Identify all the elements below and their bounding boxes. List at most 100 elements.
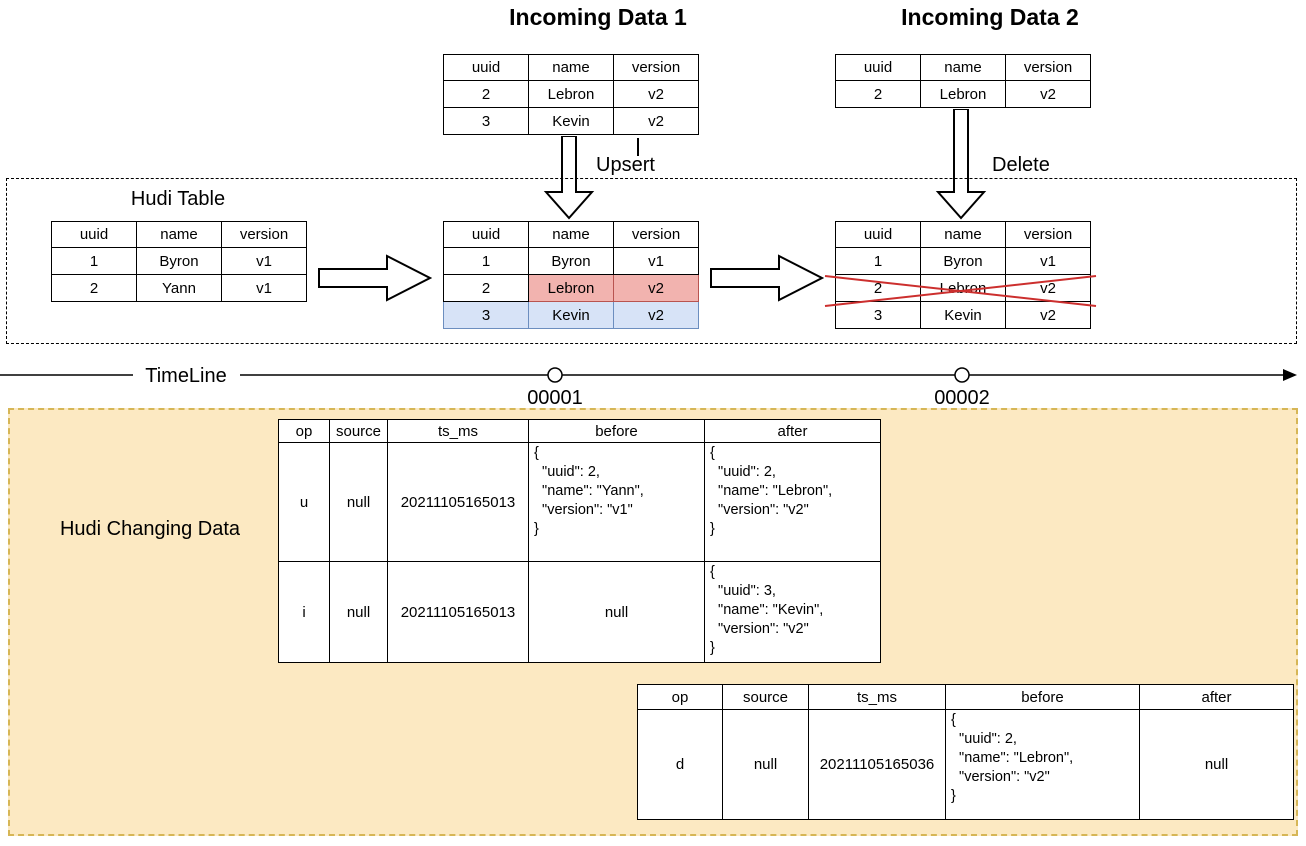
table-cell: { "uuid": 2, "name": "Lebron", "version"… [704,442,881,562]
table-cell: 1 [835,247,921,275]
table-cell: v2 [1005,80,1091,108]
column-header: name [528,54,614,81]
timeline-arrowhead-icon [1283,369,1297,381]
table-cell: Byron [920,247,1006,275]
column-header: uuid [443,54,529,81]
column-header: version [1005,54,1091,81]
table-cell: 2 [443,80,529,108]
table-cell: null [329,561,388,663]
table-cell: { "uuid": 3, "name": "Kevin", "version":… [704,561,881,663]
column-header: source [722,684,809,710]
state-transition-arrow-1-icon [318,254,432,302]
column-header: after [704,419,881,443]
column-header: uuid [835,221,921,248]
table-cell: v1 [613,247,699,275]
timeline-commit-1-label: 00001 [527,387,583,409]
timeline-label: TimeLine [145,365,227,387]
column-header: version [613,54,699,81]
table-cell: 3 [835,301,921,329]
table-cell: 1 [51,247,137,275]
table-cell: d [637,709,723,820]
timeline-commit-2-marker [954,367,970,383]
column-header: name [528,221,614,248]
state-transition-arrow-2-icon [710,254,824,302]
column-header: name [920,54,1006,81]
delete-label: Delete [992,154,1050,176]
table-cell: Lebron [528,80,614,108]
deleted-row-cross-icon [824,275,1097,307]
column-header: op [637,684,723,710]
column-header: op [278,419,330,443]
table-cell: 2 [51,274,137,302]
table-cell: Kevin [528,107,614,135]
timeline: TimeLine 00001 00002 [0,365,1297,409]
table-cell: null [528,561,705,663]
table-cell: Kevin [528,301,614,329]
column-header: before [528,419,705,443]
table-cell: null [722,709,809,820]
incoming-data-2-title: Incoming Data 2 [901,4,1079,30]
column-header: uuid [443,221,529,248]
table-cell: Byron [136,247,222,275]
upsert-arrow-icon [543,136,595,220]
table-cell: v1 [221,247,307,275]
table-cell: 2 [443,274,529,302]
table-cell: null [1139,709,1294,820]
table-cell: u [278,442,330,562]
hudi-changing-data-label: Hudi Changing Data [59,518,241,540]
table-cell: { "uuid": 2, "name": "Lebron", "version"… [945,709,1140,820]
table-cell: 20211105165036 [808,709,946,820]
table-cell: v1 [221,274,307,302]
timeline-commit-1-marker [547,367,563,383]
column-header: ts_ms [808,684,946,710]
incoming-data-1-title: Incoming Data 1 [509,4,687,30]
table-cell: v2 [613,301,699,329]
hudi-table-box-label: Hudi Table [130,188,226,210]
timeline-commit-2-label: 00002 [934,387,990,409]
column-header: version [1005,221,1091,248]
column-header: version [221,221,307,248]
upsert-label-leader-line [637,138,639,156]
column-header: ts_ms [387,419,529,443]
table-cell: 2 [835,80,921,108]
column-header: before [945,684,1140,710]
column-header: source [329,419,388,443]
table-cell: v2 [613,107,699,135]
table-cell: v1 [1005,247,1091,275]
table-cell: 1 [443,247,529,275]
table-cell: v2 [1005,301,1091,329]
column-header: uuid [51,221,137,248]
table-cell: null [329,442,388,562]
table-cell: Kevin [920,301,1006,329]
table-cell: v2 [613,80,699,108]
table-cell: 3 [443,107,529,135]
table-cell: 3 [443,301,529,329]
column-header: after [1139,684,1294,710]
delete-arrow-icon [935,109,987,220]
table-cell: 20211105165013 [387,561,529,663]
table-cell: i [278,561,330,663]
table-cell: v2 [613,274,699,302]
table-cell: Yann [136,274,222,302]
table-cell: Lebron [920,80,1006,108]
table-cell: Byron [528,247,614,275]
upsert-label: Upsert [596,154,655,176]
